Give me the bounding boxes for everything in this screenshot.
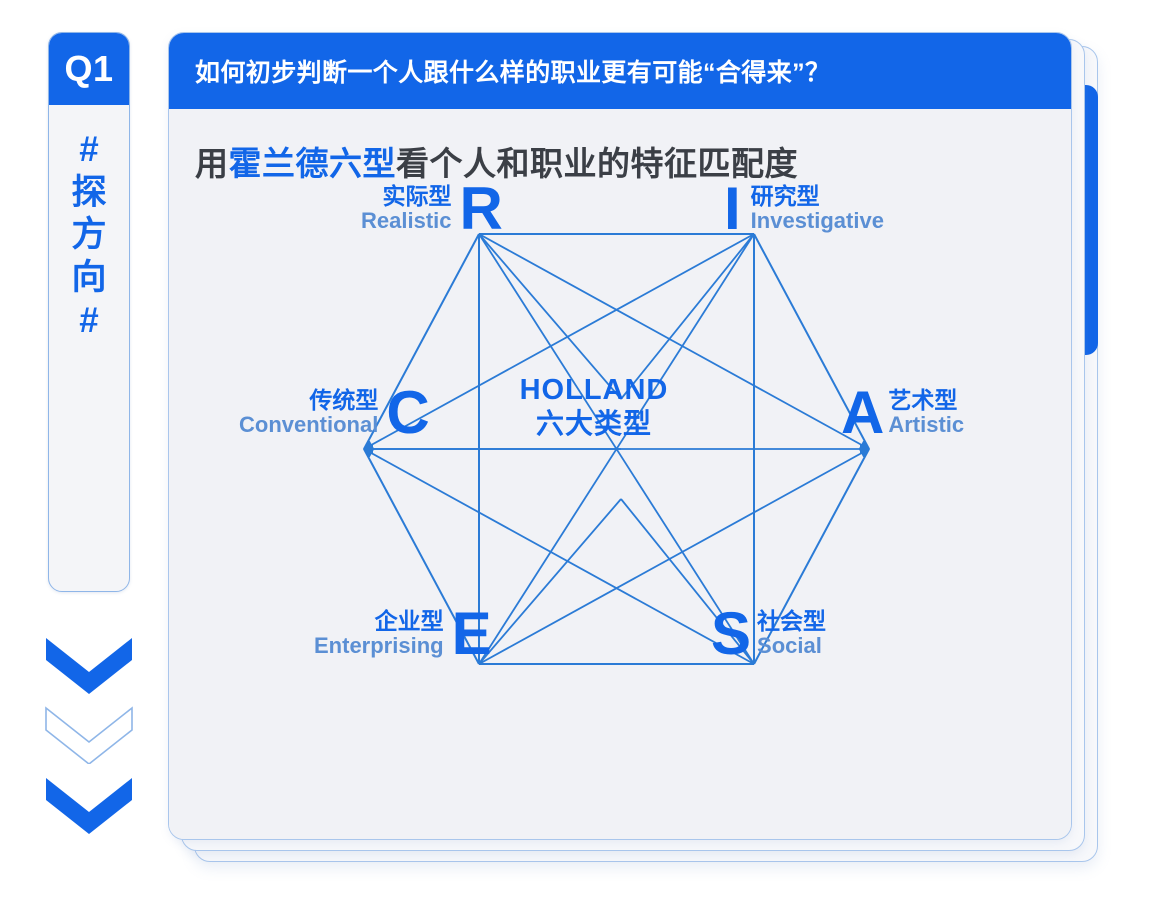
vertex-cn-investigative: 研究型 xyxy=(750,182,820,209)
sidebar-vertical-char-1: # xyxy=(79,130,99,169)
vertex-cn-realistic: 实际型 xyxy=(382,182,452,209)
sidebar-question-badge: Q1 xyxy=(49,33,129,105)
vertex-en-enterprising: Enterprising xyxy=(314,633,444,659)
vertex-letter-conventional: C xyxy=(386,379,430,446)
vertex-cn-conventional: 传统型 xyxy=(309,386,379,413)
vertex-label-conventional: 传统型 Conventional C xyxy=(239,379,430,446)
holland-hexagon-diagram: 实际型 Realistic R I 研究型 Investigative 传统型 xyxy=(169,175,1071,819)
vertex-letter-enterprising: E xyxy=(451,600,492,667)
vertex-cn-social: 社会型 xyxy=(757,607,827,634)
vertex-label-enterprising: 企业型 Enterprising E xyxy=(314,600,492,667)
sidebar-vertical-char-5: # xyxy=(79,300,99,340)
vertex-label-artistic: A 艺术型 Artistic xyxy=(841,379,965,446)
chevron-down-icon-3 xyxy=(46,778,132,834)
vertex-label-realistic: 实际型 Realistic R xyxy=(361,175,503,242)
hexagon-diagonals xyxy=(363,233,870,665)
subtitle-highlight: 霍兰德六型 xyxy=(228,145,396,182)
card-header-title: 如何初步判断一个人跟什么样的职业更有可能“合得来”？ xyxy=(195,59,831,87)
sidebar-question-number: Q1 xyxy=(64,48,114,89)
subtitle-prefix: 用 xyxy=(195,145,229,182)
chevron-down-icon-1 xyxy=(46,638,132,694)
card-body: 用霍兰德六型看个人和职业的特征匹配度 xyxy=(169,109,1071,839)
sidebar-vertical-char-2: 探 xyxy=(71,172,107,212)
vertex-en-conventional: Conventional xyxy=(239,412,379,438)
vertex-letter-investigative: I xyxy=(724,175,741,242)
vertex-label-social: S 社会型 Social xyxy=(711,600,827,667)
card-header: 如何初步判断一个人跟什么样的职业更有可能“合得来”？ xyxy=(169,33,1071,109)
subtitle-suffix: 看个人和职业的特征匹配度 xyxy=(396,145,798,182)
hexagon-graph-svg xyxy=(363,233,870,665)
main-card: 如何初步判断一个人跟什么样的职业更有可能“合得来”？ 用霍兰德六型看个人和职业的… xyxy=(168,32,1072,840)
sidebar-vertical-char-3: 方 xyxy=(71,215,107,255)
vertex-cn-enterprising: 企业型 xyxy=(374,607,444,634)
sidebar-rail: Q1 # 探 方 向 # xyxy=(48,32,130,592)
vertex-en-artistic: Artistic xyxy=(888,412,965,438)
hexagon-center-en: HOLLAND xyxy=(519,374,669,406)
hexagon-center-cn: 六大类型 xyxy=(535,408,652,440)
vertex-label-investigative: I 研究型 Investigative xyxy=(724,175,884,242)
vertex-letter-realistic: R xyxy=(459,175,503,242)
card-stack: 如何初步判断一个人跟什么样的职业更有可能“合得来”？ 用霍兰德六型看个人和职业的… xyxy=(168,32,1098,862)
vertex-en-social: Social xyxy=(757,633,822,659)
sidebar-vertical-char-4: 向 xyxy=(71,258,107,298)
page-subtitle: 用霍兰德六型看个人和职业的特征匹配度 xyxy=(195,137,798,185)
vertex-letter-artistic: A xyxy=(841,379,885,446)
vertex-letter-social: S xyxy=(711,600,752,667)
vertex-en-investigative: Investigative xyxy=(750,208,884,234)
vertex-en-realistic: Realistic xyxy=(361,208,452,234)
sidebar-vertical-label: # 探 方 向 # xyxy=(49,129,129,342)
vertex-cn-artistic: 艺术型 xyxy=(888,386,958,413)
chevron-down-icon-2 xyxy=(45,706,133,764)
hexagon-center-label: HOLLAND 六大类型 xyxy=(499,374,689,441)
